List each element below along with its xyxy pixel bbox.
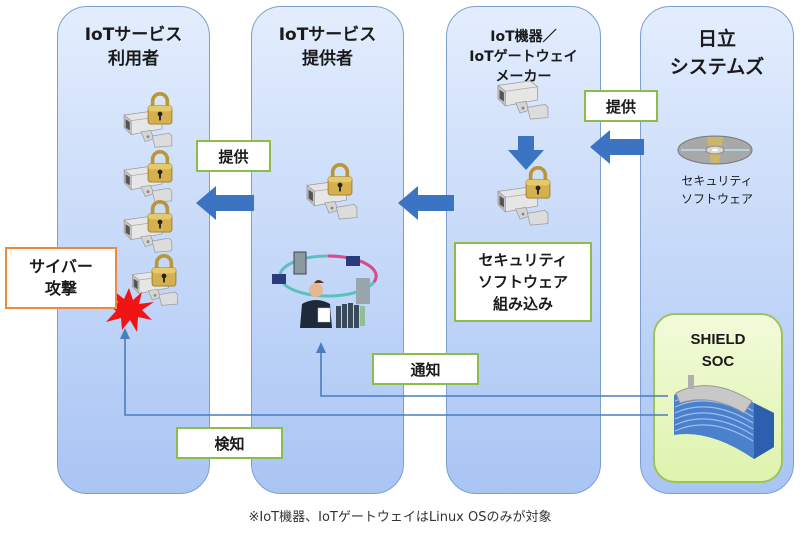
column-service-provider: IoTサービス 提供者 [251,6,404,494]
down-arrow-icon [508,136,544,170]
notify-line [320,352,668,397]
column-title: IoTサービス 利用者 [84,25,183,69]
notify-arrowhead [316,342,326,353]
notify-label: 通知 [372,353,479,385]
provide-arrow-right [590,130,644,164]
soc-title: SHIELD SOC [690,331,746,370]
provide-arrow-left [196,186,254,220]
column-title: IoT機器／ IoTゲートウェイ メーカー [469,29,578,85]
column-title: 日立 システムズ [669,28,765,78]
soc-building-icon [674,375,774,459]
business-people-network-icon [272,251,378,328]
provide-label-right: 提供 [584,90,658,122]
provide-arrow-middle [398,186,454,220]
footnote: ※IoT機器、IoTゲートウェイはLinux OSのみが対象 [248,510,552,525]
embed-security-software-label: セキュリティ ソフトウェア 組み込み [454,242,592,322]
cd-disc-icon [677,135,753,165]
detect-arrowhead [120,328,130,339]
provide-label-left: 提供 [196,140,271,172]
detect-label: 検知 [176,427,283,459]
cyber-attack-label: サイバー 攻撃 [5,247,117,309]
detect-line [124,338,668,416]
security-software-caption: セキュリティ ソフトウェア [680,174,753,206]
column-title: IoTサービス 提供者 [278,25,377,69]
attack-burst-icon [104,288,154,332]
